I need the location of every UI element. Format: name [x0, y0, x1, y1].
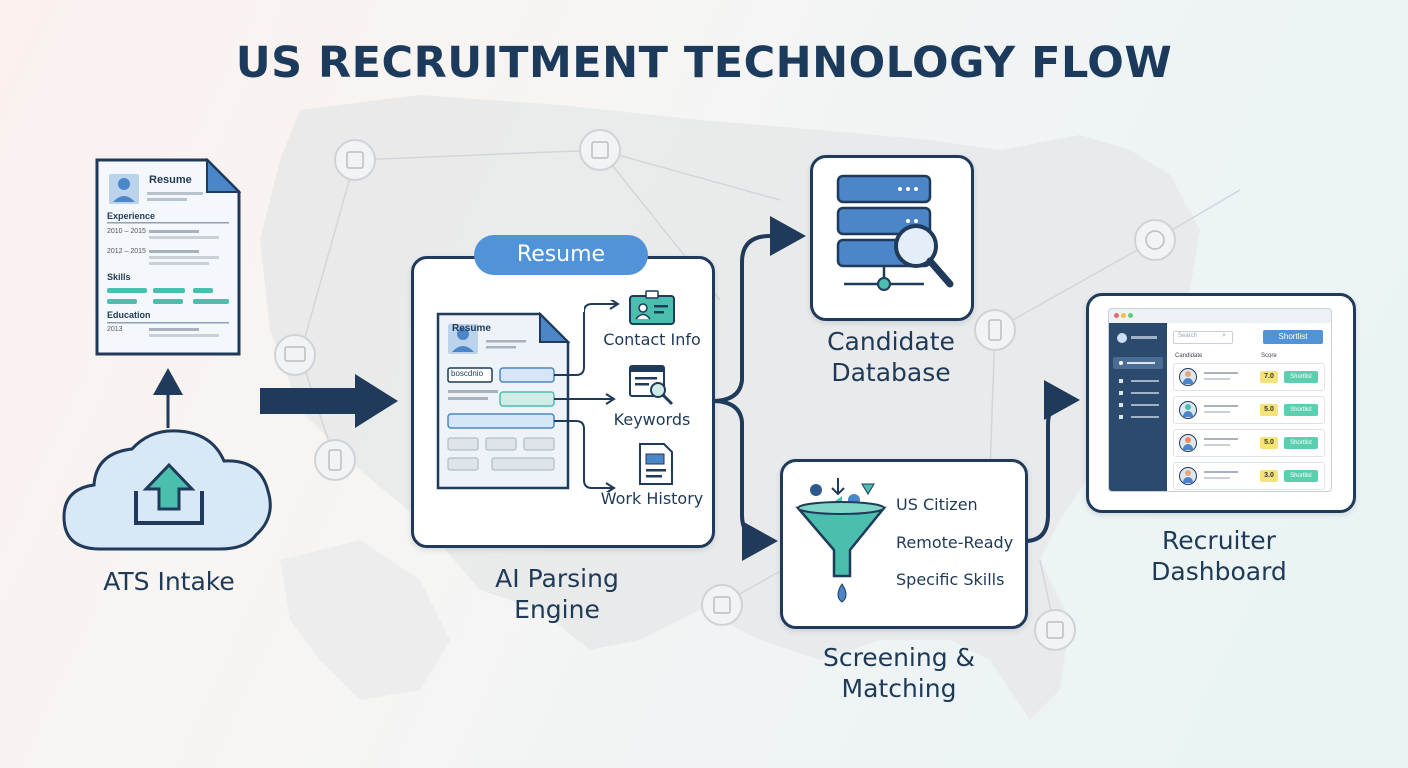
search-placeholder: Search — [1178, 333, 1198, 339]
id-card-icon — [629, 290, 675, 325]
table-row[interactable]: 5.0 Shortlist — [1173, 429, 1325, 457]
shortlist-tag[interactable]: Shortlist — [1284, 470, 1318, 482]
section-skills: Skills — [107, 272, 131, 282]
funnel-filter-icon — [795, 478, 887, 603]
candidate-avatar — [1179, 467, 1197, 485]
candidate-avatar — [1179, 368, 1197, 386]
table-row[interactable]: 5.0 Shortlist — [1173, 396, 1325, 424]
stage-recruiter-dashboard: Recruiter Dashboard — [1151, 526, 1287, 586]
score-badge: 5.0 — [1260, 437, 1278, 449]
sidebar-item[interactable] — [1119, 379, 1163, 383]
table-row[interactable]: 7.0 Shortlist — [1173, 363, 1325, 391]
score-badge: 7.0 — [1260, 371, 1278, 383]
dashboard-sidebar — [1109, 323, 1167, 491]
shortlist-tag[interactable]: Shortlist — [1284, 404, 1318, 416]
filter-remote-ready: Remote-Ready — [896, 533, 1014, 552]
parser-top-connector — [584, 300, 620, 326]
shortlist-button[interactable]: Shortlist — [1263, 330, 1323, 344]
avatar — [1117, 333, 1127, 343]
stage-ats-intake: ATS Intake — [103, 567, 235, 596]
cloud-upload-icon — [62, 429, 272, 551]
work-history-icon — [639, 443, 673, 485]
shortlist-tag[interactable]: Shortlist — [1284, 371, 1318, 383]
sidebar-item[interactable] — [1119, 391, 1163, 395]
score-badge: 5.0 — [1260, 404, 1278, 416]
column-score: Score — [1261, 353, 1277, 359]
parsed-resume-title: Resume — [452, 323, 491, 334]
filter-us-citizen: US Citizen — [896, 495, 978, 514]
parser-resume-pill: Resume — [474, 235, 648, 275]
stage-candidate-database: Candidate Database — [827, 327, 955, 387]
parsed-resume-icon — [436, 312, 616, 492]
column-candidate: Candidate — [1175, 353, 1203, 359]
resume-document: Resume Experience 2010 – 2015 2012 – 201… — [95, 158, 241, 356]
sidebar-item[interactable] — [1119, 403, 1163, 407]
shortlist-tag[interactable]: Shortlist — [1284, 437, 1318, 449]
date-2: 2012 – 2015 — [107, 248, 146, 255]
resume-name: Resume — [149, 174, 192, 186]
search-icon: ⌕ — [1222, 332, 1226, 339]
section-experience: Experience — [107, 211, 156, 221]
output-contact-info: Contact Info — [603, 330, 701, 349]
output-keywords: Keywords — [613, 410, 691, 429]
section-education: Education — [107, 310, 151, 320]
date-1: 2010 – 2015 — [107, 228, 146, 235]
parsed-field-tag: boscdnio — [451, 369, 484, 378]
date-3: 2013 — [107, 326, 123, 333]
table-row[interactable]: 3.0 Shortlist — [1173, 462, 1325, 490]
stage-ai-parsing-engine: AI Parsing Engine — [495, 564, 619, 624]
filter-specific-skills: Specific Skills — [896, 570, 1005, 589]
database-server-icon — [836, 174, 954, 291]
candidate-avatar — [1179, 401, 1197, 419]
stage-screening-matching: Screening & Matching — [822, 643, 976, 703]
candidate-avatar — [1179, 434, 1197, 452]
output-work-history: Work History — [600, 489, 704, 508]
score-badge: 3.0 — [1260, 470, 1278, 482]
dashboard-search-input[interactable]: Search ⌕ — [1173, 331, 1233, 344]
keyword-search-icon — [629, 365, 674, 406]
page-title: US RECRUITMENT TECHNOLOGY FLOW — [235, 38, 1173, 88]
sidebar-item[interactable] — [1119, 415, 1163, 419]
